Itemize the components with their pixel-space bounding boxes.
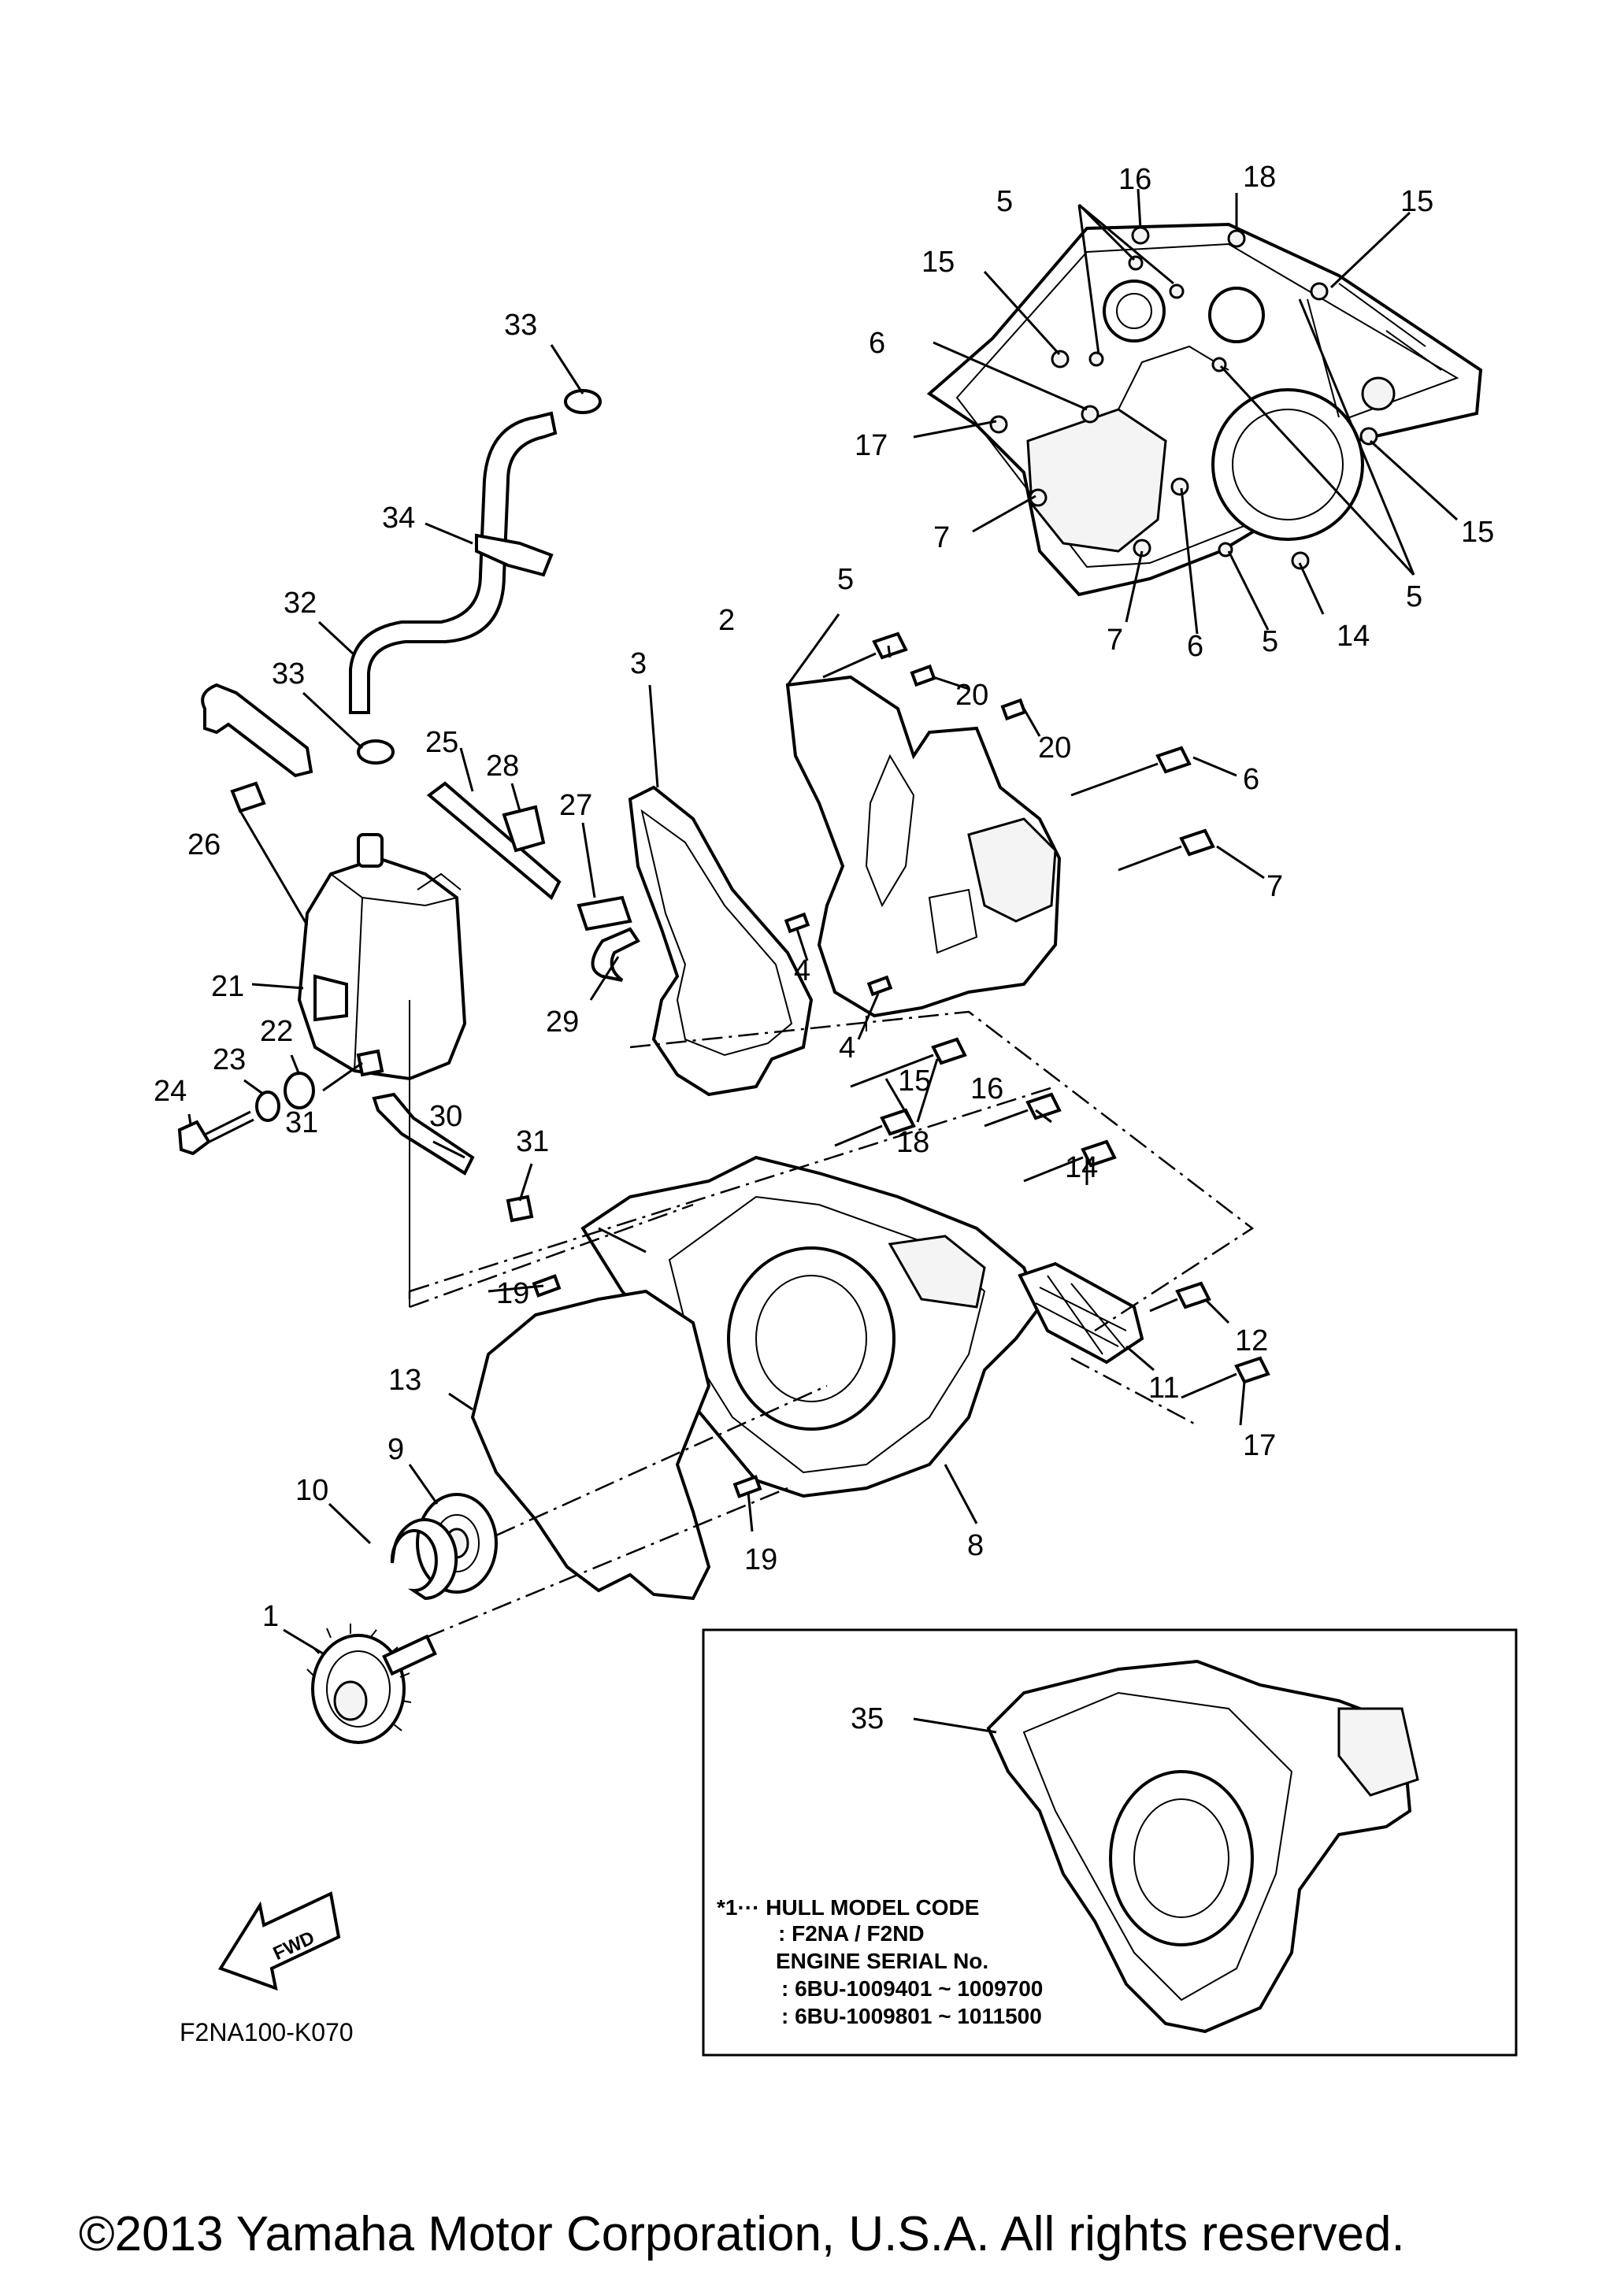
inset-line-hull-model: *1··· HULL MODEL CODE <box>717 1895 979 1920</box>
inset-box <box>702 1628 1518 2057</box>
callout-7: 7 <box>933 521 950 554</box>
inset-line-engine-serial: ENGINE SERIAL No. <box>776 1949 988 1973</box>
callout-19: 19 <box>744 1543 777 1576</box>
inset-line-serial-range-2: : 6BU-1009801 ~ 1011500 <box>781 2004 1042 2028</box>
gear-1 <box>306 1624 437 1744</box>
callout-17: 17 <box>1243 1429 1276 1462</box>
callout-6: 6 <box>1187 630 1203 663</box>
clamp-34 <box>475 533 554 577</box>
callout-15: 15 <box>921 246 955 279</box>
callout-15: 15 <box>1461 516 1494 549</box>
clip-27 <box>577 895 632 931</box>
callout-12: 12 <box>1235 1324 1268 1357</box>
clamp-31a <box>356 1049 384 1077</box>
clamp-33-top <box>564 389 602 414</box>
bolts <box>532 631 1270 1498</box>
callout-20: 20 <box>955 679 988 712</box>
callout-34: 34 <box>382 502 415 535</box>
callout-28: 28 <box>486 750 519 783</box>
callout-23: 23 <box>213 1043 246 1076</box>
bearing-9 <box>416 1493 498 1594</box>
callout-2: 2 <box>718 604 735 637</box>
clamp-33-mid <box>357 739 395 765</box>
circlip-10 <box>390 1518 458 1601</box>
callout-5: 5 <box>837 563 854 596</box>
callout-5: 5 <box>1262 625 1278 658</box>
callout-25: 25 <box>425 726 458 759</box>
hose-pipe-25 <box>426 781 562 901</box>
o-ring-13 <box>470 1289 711 1601</box>
inset-line-serial-range-1: : 6BU-1009401 ~ 1009700 <box>781 1976 1043 2001</box>
clip-29 <box>591 927 640 982</box>
callout-6: 6 <box>869 327 885 360</box>
grommet-22 <box>284 1072 315 1109</box>
callout-7: 7 <box>1266 870 1283 903</box>
callout-18: 18 <box>896 1126 929 1159</box>
callout-labels: 5 16 18 15 15 6 17 7 15 5 7 6 5 14 5 2 3… <box>154 161 1494 1735</box>
bracket-28 <box>502 805 546 853</box>
callout-33: 33 <box>272 657 305 691</box>
callout-4: 4 <box>839 1031 855 1065</box>
callout-33: 33 <box>504 309 537 342</box>
callout-22: 22 <box>260 1015 293 1048</box>
callout-30: 30 <box>429 1100 462 1133</box>
callout-21: 21 <box>211 970 244 1003</box>
callout-7: 7 <box>1107 624 1123 657</box>
hose-32 <box>349 411 558 714</box>
callout-31: 31 <box>285 1106 318 1139</box>
callout-27: 27 <box>559 789 592 822</box>
callout-17: 17 <box>855 429 888 462</box>
copyright-notice: ©2013 Yamaha Motor Corporation, U.S.A. A… <box>79 2207 1405 2261</box>
callout-16: 16 <box>970 1072 1003 1105</box>
assembly-lines <box>408 1000 1255 1639</box>
fwd-arrow-icon: FWD <box>217 1891 341 1991</box>
callout-15: 15 <box>898 1065 931 1098</box>
callout-20: 20 <box>1038 731 1071 765</box>
callout-31: 31 <box>516 1125 549 1158</box>
cover-8 <box>580 1155 1042 1498</box>
inset-text: *1··· HULL MODEL CODE : F2NA / F2ND ENGI… <box>717 1895 1043 2028</box>
screen-11 <box>1018 1261 1144 1365</box>
hose-25 <box>201 683 313 778</box>
callout-32: 32 <box>284 587 317 620</box>
housing-2 <box>785 675 1062 1018</box>
callout-9: 9 <box>387 1433 404 1466</box>
tank-21 <box>297 833 467 1081</box>
leader-lines <box>187 188 1459 1655</box>
hose-30 <box>372 1092 475 1176</box>
callout-1: 1 <box>262 1600 279 1633</box>
inset-line-model-codes: : F2NA / F2ND <box>778 1921 925 1946</box>
washer-23 <box>255 1091 280 1122</box>
callout-6: 6 <box>1243 763 1259 796</box>
gasket-3 <box>628 785 814 1097</box>
callout-24: 24 <box>154 1075 187 1108</box>
callout-3: 3 <box>630 647 647 680</box>
callout-5: 5 <box>996 185 1013 218</box>
callout-14: 14 <box>1065 1151 1098 1184</box>
rear-view-bolt-holes <box>989 226 1378 570</box>
callout-14: 14 <box>1337 620 1370 653</box>
crankcase-rear-view <box>926 222 1483 597</box>
callout-13: 13 <box>388 1364 421 1397</box>
callout-19: 19 <box>496 1277 529 1310</box>
callout-5: 5 <box>1406 580 1422 613</box>
diagram-code: F2NA100-K070 <box>180 2018 354 2046</box>
callout-26: 26 <box>187 828 221 861</box>
bolt-24 <box>177 1110 254 1156</box>
callout-35: 35 <box>851 1702 884 1735</box>
callout-10: 10 <box>295 1474 328 1507</box>
callout-16: 16 <box>1118 163 1151 196</box>
callout-15: 15 <box>1400 185 1433 218</box>
callout-29: 29 <box>546 1005 579 1039</box>
callout-18: 18 <box>1243 161 1276 194</box>
callout-8: 8 <box>967 1529 984 1562</box>
callout-11: 11 <box>1148 1372 1179 1405</box>
callout-4: 4 <box>794 954 810 987</box>
clip-26 <box>230 781 266 813</box>
